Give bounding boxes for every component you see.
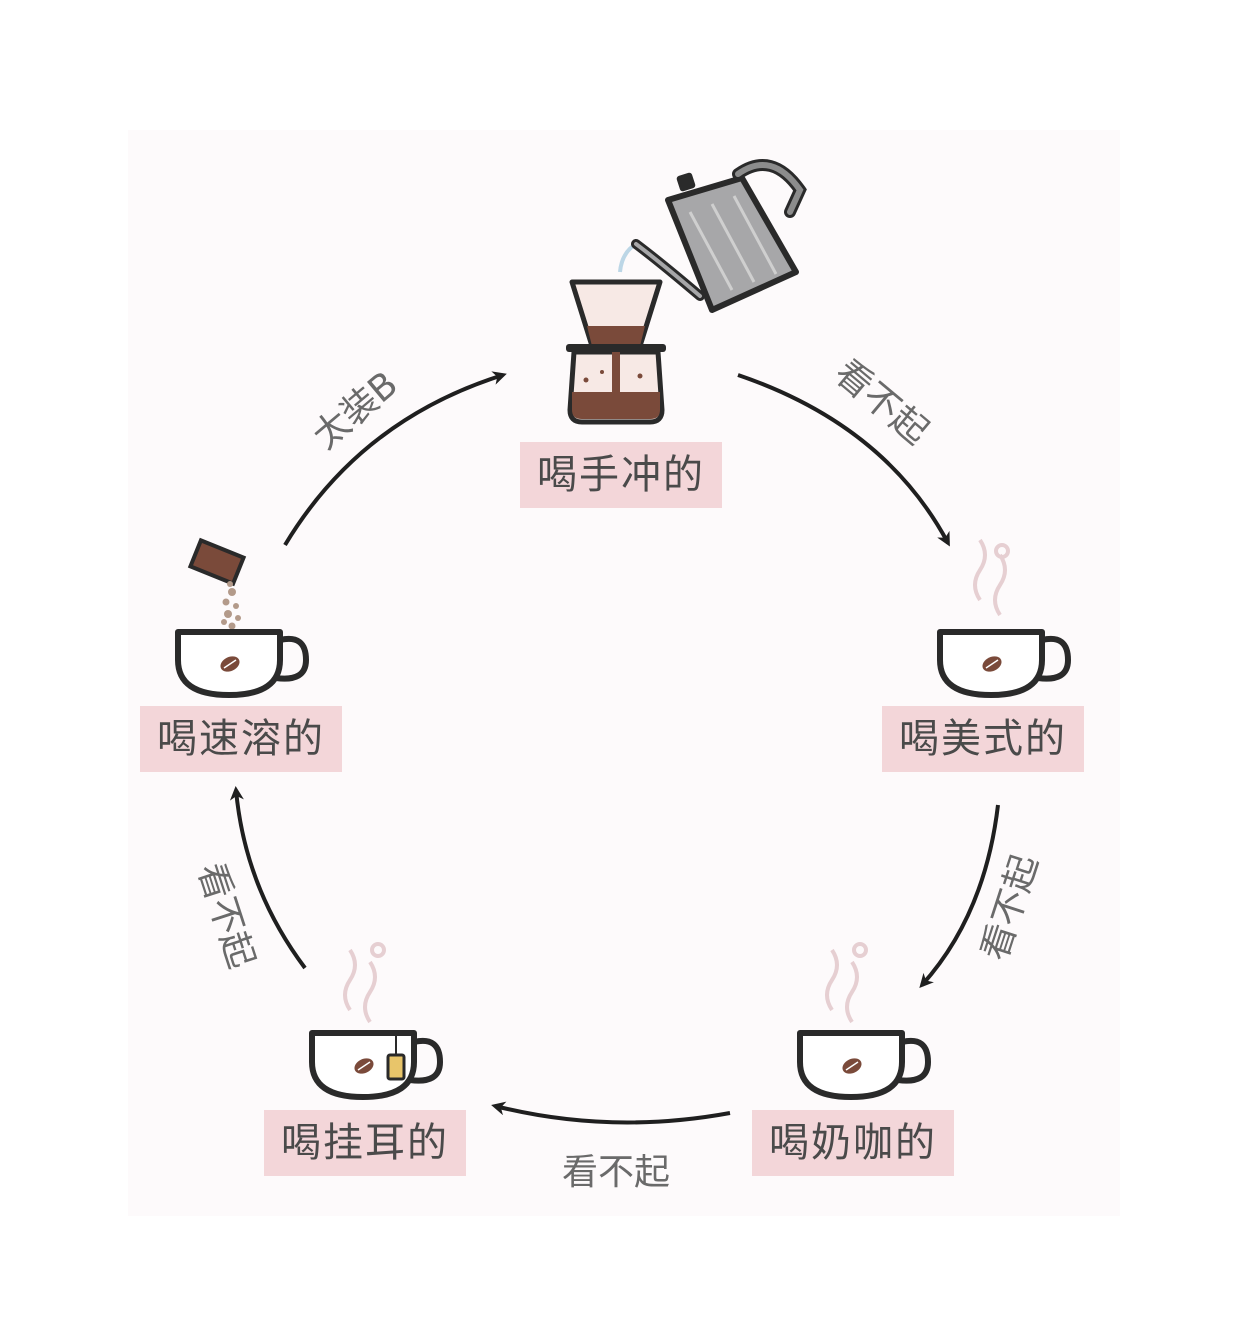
node-label-latte: 喝奶咖的 [752, 1110, 954, 1176]
arrow-americano-to-latte [919, 804, 1000, 988]
latte-cup-icon [797, 942, 932, 1100]
node-label-americano: 喝美式的 [882, 706, 1084, 772]
pour-over-dripper-icon [566, 279, 666, 425]
arrow-latte-to-drip-bag [491, 1101, 731, 1125]
arrow-instant-to-pour-over [283, 371, 507, 547]
node-label-instant: 喝速溶的 [140, 706, 342, 772]
instant-coffee-cup-icon [175, 537, 310, 698]
arrow-pour-over-to-americano [737, 373, 950, 547]
americano-cup-icon [937, 538, 1072, 698]
node-label-drip-bag: 喝挂耳的 [264, 1110, 466, 1176]
edge-label-latte-to-drip-bag: 看不起 [561, 1152, 670, 1193]
arrow-drip-bag-to-instant [229, 786, 307, 970]
drip-bag-cup-icon [309, 942, 444, 1100]
pour-over-kettle-icon [618, 159, 807, 313]
node-label-pour-over: 喝手冲的 [520, 442, 722, 508]
